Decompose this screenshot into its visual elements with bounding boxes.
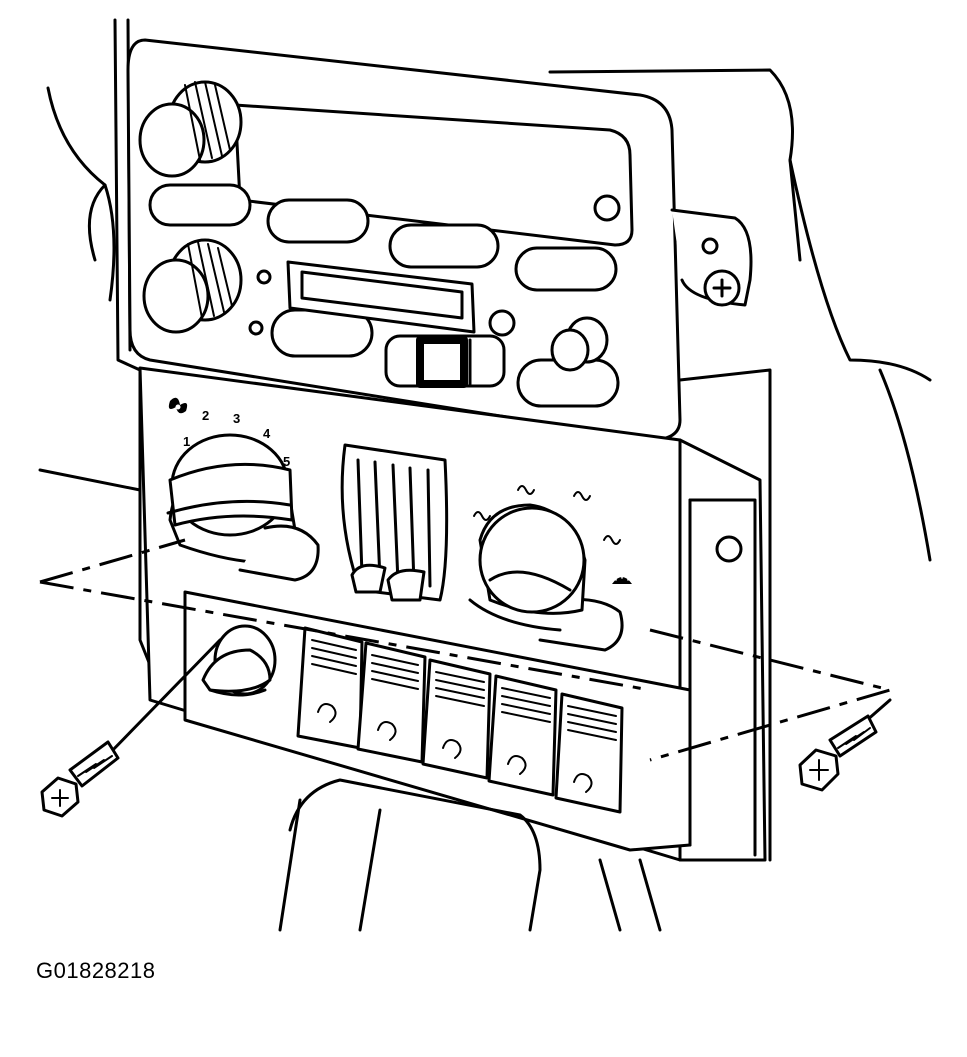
rocker-switch xyxy=(296,626,364,750)
radio-volume-knob xyxy=(138,80,243,178)
removal-plane-outline xyxy=(39,538,896,762)
dashboard-outline xyxy=(38,18,932,932)
temperature-tick xyxy=(573,491,591,501)
fan-speed-knob xyxy=(166,433,320,582)
rocker-switch xyxy=(421,658,492,780)
fan-mark-1: 1 xyxy=(183,434,190,449)
fan-mark-4: 4 xyxy=(263,426,271,441)
right-screw xyxy=(798,698,892,792)
screw-icon xyxy=(40,740,120,818)
fan-mark-2: 2 xyxy=(202,408,209,423)
screw-icon xyxy=(798,714,878,792)
defrost-icon xyxy=(612,571,632,584)
radio-preset-button xyxy=(266,198,370,244)
radio-tune-knob xyxy=(142,238,243,334)
cassette-slot xyxy=(286,260,476,334)
radio-mounting-bracket xyxy=(670,208,753,307)
radio-balance-knob xyxy=(550,316,609,372)
temperature-tick xyxy=(473,511,491,521)
rocker-switch xyxy=(356,641,427,764)
rocker-switch xyxy=(487,674,558,797)
temperature-tick xyxy=(603,535,621,545)
radio-head-unit xyxy=(126,38,753,442)
temperature-tick xyxy=(517,485,535,495)
radio-preset-button xyxy=(514,246,618,292)
radio-preset-button xyxy=(148,183,252,227)
rocker-switch xyxy=(554,692,624,814)
fan-mark-3: 3 xyxy=(233,411,240,426)
figure-id: G01828218 xyxy=(36,958,156,983)
radio-small-button xyxy=(488,309,516,337)
fan-icon xyxy=(168,397,188,414)
lower-left-knob xyxy=(201,624,277,697)
center-vent-louvers xyxy=(340,443,449,602)
radio-preset-button xyxy=(388,223,500,269)
tape-control-buttons xyxy=(384,334,506,388)
temperature-scale xyxy=(473,485,632,584)
radio-small-button xyxy=(593,194,621,222)
left-screw xyxy=(40,638,222,818)
hvac-control-panel: 1 2 3 4 5 xyxy=(138,366,767,932)
temperature-knob xyxy=(468,503,624,652)
fan-scale: 1 2 3 4 5 xyxy=(168,397,290,469)
fan-mark-5: 5 xyxy=(283,454,290,469)
